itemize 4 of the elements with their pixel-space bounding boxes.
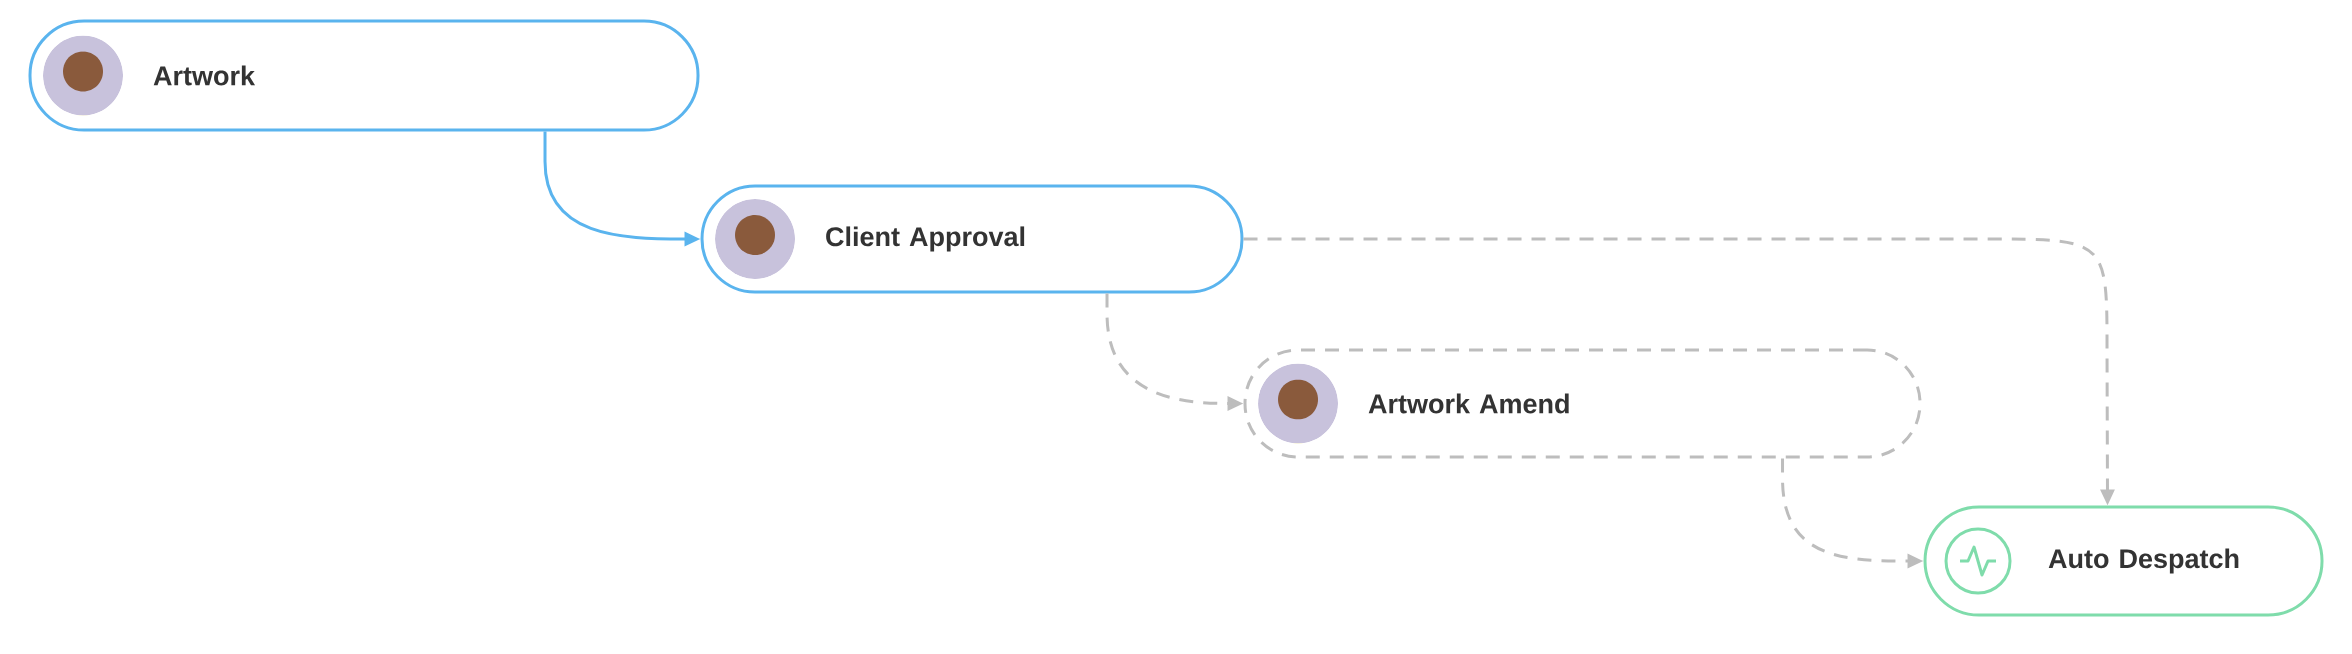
process-box: Auto Despatch <box>1923 505 2324 617</box>
process-box: Artwork <box>28 19 700 132</box>
process-box: Artwork Amend <box>1243 348 1922 459</box>
process-box: Client Approval <box>700 184 1244 294</box>
